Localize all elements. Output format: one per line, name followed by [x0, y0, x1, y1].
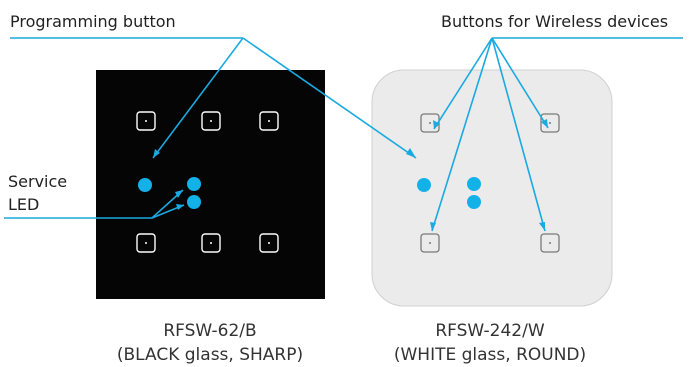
service-led-dot: [187, 177, 201, 191]
touch-button: [259, 233, 279, 253]
touch-button: [540, 233, 560, 253]
touch-button: [136, 233, 156, 253]
touch-button: [540, 113, 560, 133]
white-panel: [371, 69, 613, 307]
touch-button: [201, 111, 221, 131]
black-panel: [96, 70, 325, 299]
black-device-desc: (BLACK glass, SHARP): [116, 345, 304, 365]
wireless-buttons-label: Buttons for Wireless devices: [441, 12, 669, 31]
white-panel-buttons: [420, 113, 560, 253]
service-led-label-line1: Service: [8, 172, 68, 191]
service-led-dot: [467, 195, 481, 209]
programming-button-label: Programming button: [10, 12, 176, 31]
touch-button: [259, 111, 279, 131]
black-panel-buttons: [136, 111, 279, 253]
service-led-dot: [467, 177, 481, 191]
leader-lines: [4, 37, 683, 232]
touch-button: [201, 233, 221, 253]
black-device-model: RFSW-62/B: [163, 321, 257, 341]
programming-button-dot: [138, 178, 152, 192]
touch-button: [136, 111, 156, 131]
service-led-label-line2: LED: [8, 195, 40, 214]
white-device-model: RFSW-242/W: [435, 321, 545, 341]
service-led-dot: [187, 195, 201, 209]
white-device-desc: (WHITE glass, ROUND): [393, 345, 587, 365]
touch-button: [420, 113, 440, 133]
programming-button-dot: [417, 178, 431, 192]
touch-button: [420, 233, 440, 253]
